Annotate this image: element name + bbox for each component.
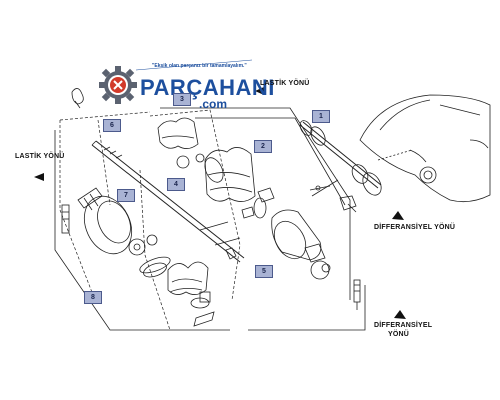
inner-boot [204, 147, 275, 219]
callout-7: 7 [117, 189, 135, 202]
clip-part [71, 88, 84, 109]
callout-2: 2 [254, 140, 272, 153]
inner-cv-joint [271, 209, 331, 280]
callout-1: 1 [312, 110, 330, 123]
logo-tagline: "Eksik olan parçanız bir tamamlayalım." [152, 63, 247, 69]
callout-8: 8 [84, 291, 102, 304]
direction-wheel-top: LASTİK YÖNÜ [260, 80, 310, 87]
outer-cv-joint [77, 187, 133, 255]
direction-differential-right: DİFFERANSİYEL YÖNÜ [374, 224, 456, 231]
circlips [143, 157, 224, 278]
hub-nut [61, 204, 158, 256]
inner-boot-upper [157, 117, 205, 169]
callout-3: 3 [173, 93, 191, 106]
direction-differential-bottom-line2: YÖNÜ [388, 331, 410, 338]
logo-gear [99, 66, 137, 104]
direction-wheel-left: LASTİK YÖNÜ [15, 153, 65, 160]
left-drive-shaft [91, 140, 245, 263]
logo-domain: .com [199, 97, 228, 111]
callout-5: 5 [255, 265, 273, 278]
vehicle-outline [359, 94, 491, 203]
callout-6: 6 [103, 119, 121, 132]
direction-differential-bottom-line1: DİFFERANSİYEL [374, 322, 433, 329]
sensor-pin [353, 279, 361, 310]
group-frames-solid [54, 107, 366, 331]
assembled-drive-shaft [299, 120, 382, 213]
logo-name: PARÇAHANI [140, 75, 275, 100]
outer-boot [139, 256, 215, 327]
callout-4: 4 [167, 178, 185, 191]
group-frames [59, 109, 241, 331]
